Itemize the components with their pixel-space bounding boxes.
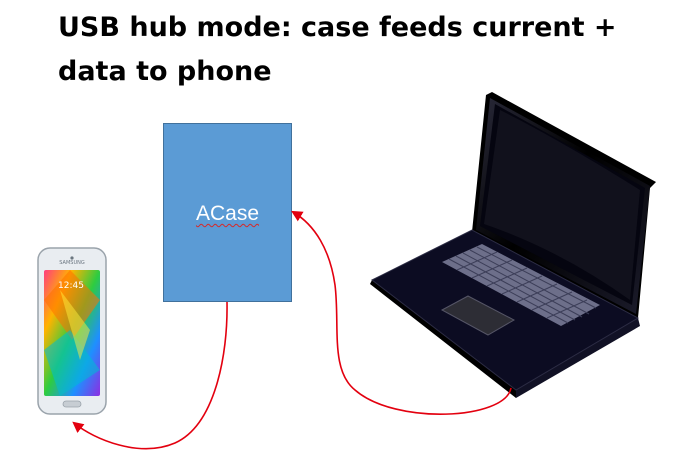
acase-box: ACase (163, 123, 292, 302)
arrow-laptop-to-case (291, 210, 512, 415)
phone-clock-text: 12:45 (58, 281, 84, 291)
slide-title: USB hub mode: case feeds current + data … (58, 12, 617, 87)
acase-label: ACase (195, 202, 260, 225)
phone-brand-text: SAMSUNG (59, 260, 85, 266)
smartphone-icon: SAMSUNG 12:45 (37, 247, 107, 415)
arrow-case-to-phone (72, 301, 228, 450)
laptop-icon (370, 92, 656, 398)
